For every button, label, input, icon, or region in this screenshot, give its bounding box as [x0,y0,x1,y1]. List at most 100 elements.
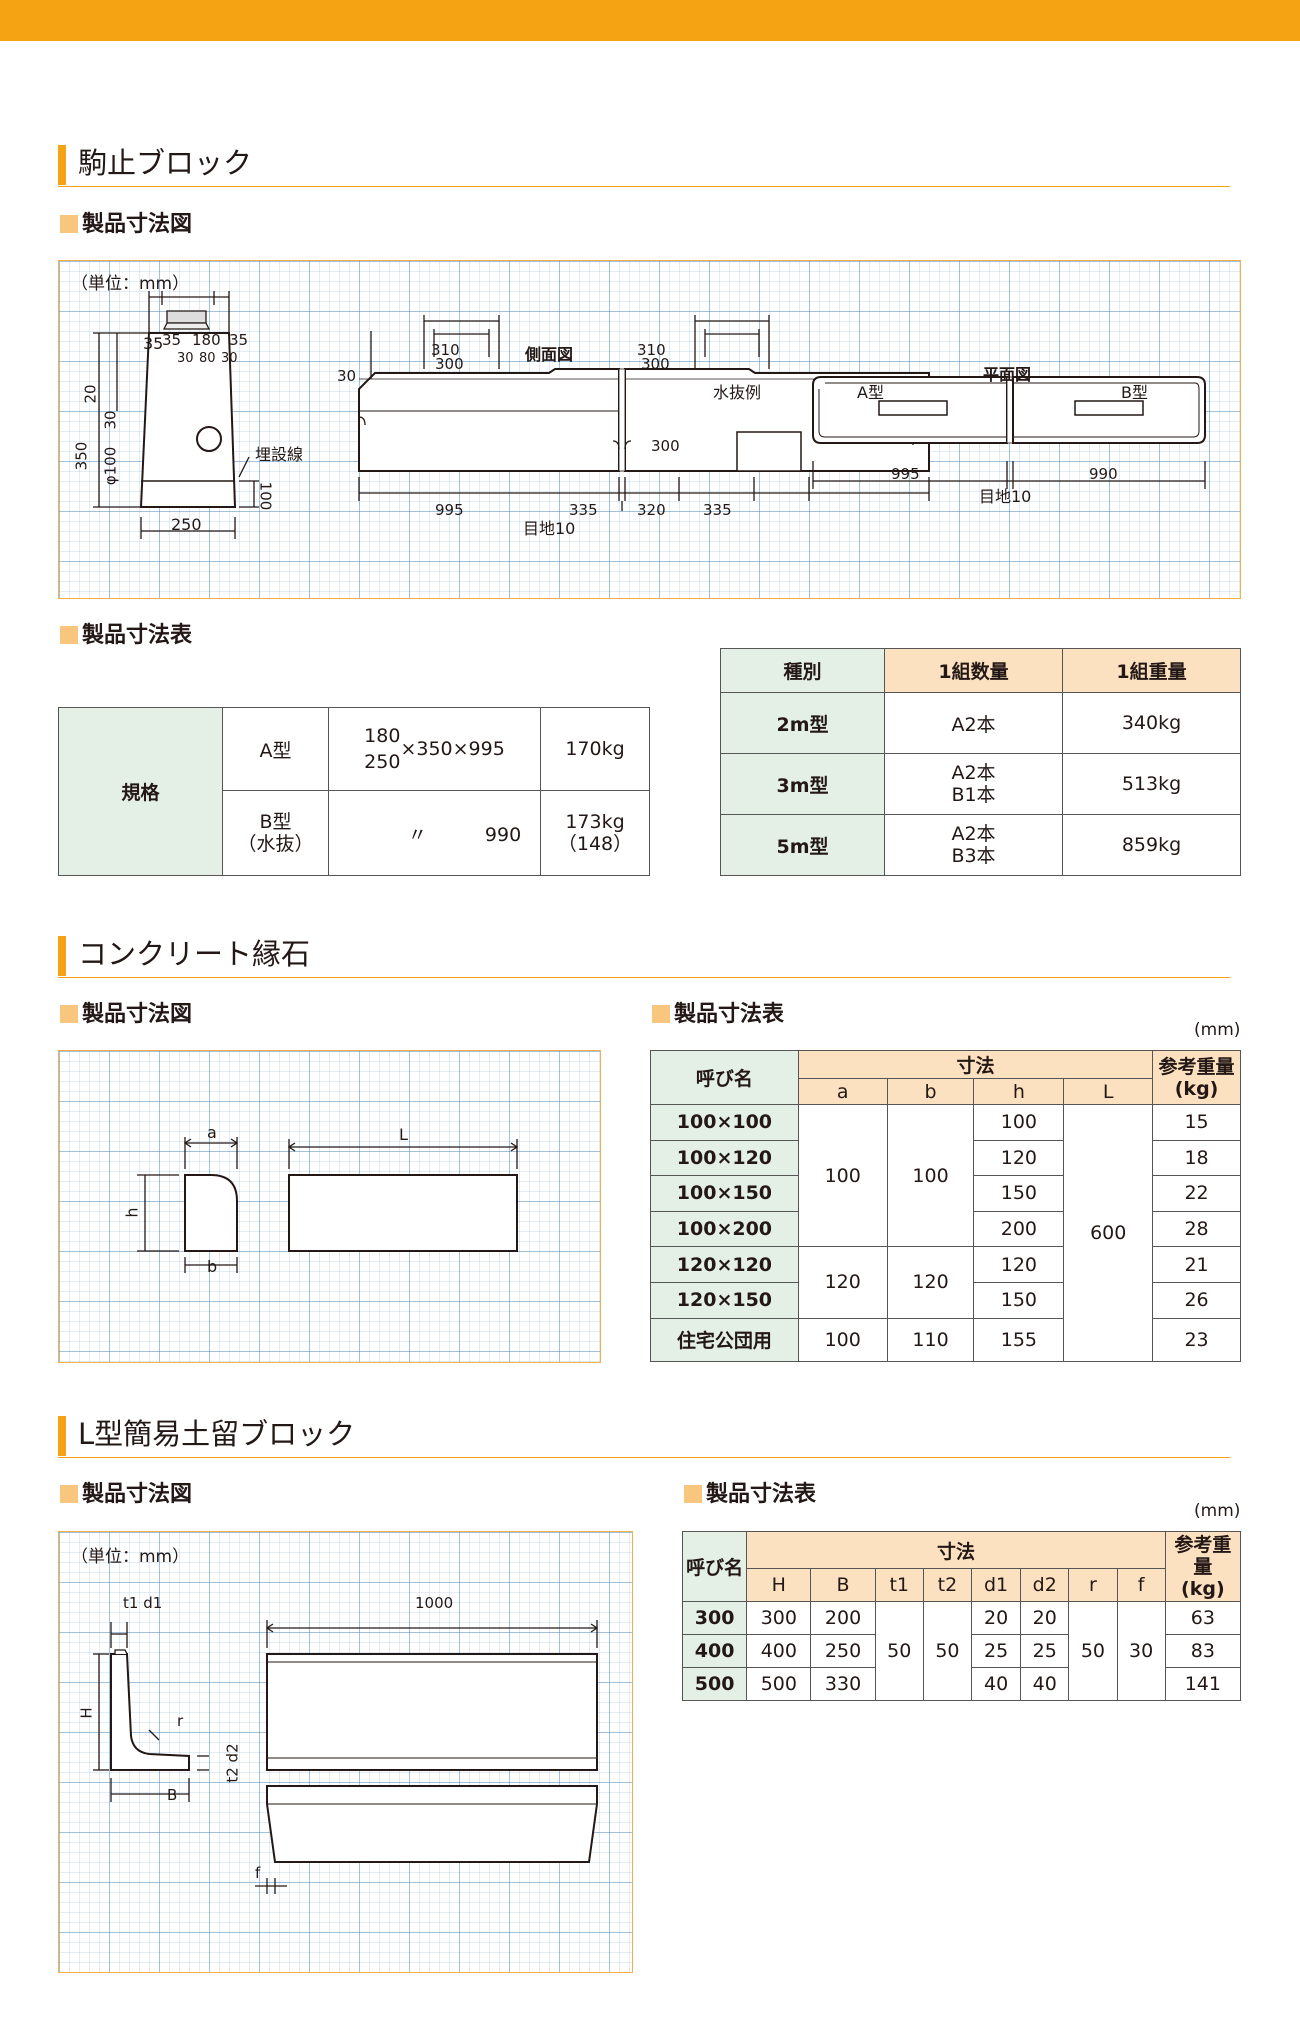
heading-square-icon [60,626,78,644]
section-title-lblock: L型簡易土留ブロック [58,1414,1230,1458]
curb-header-name: 呼び名 [650,1050,799,1105]
lblock-header-name: 呼び名 [681,1531,748,1602]
table-heading: 製品寸法表 [60,621,192,651]
curb-col-L: L [1063,1078,1154,1105]
lblock-cell-d1: 40 [970,1667,1022,1701]
lblock-unit: (mm) [1194,1501,1241,1521]
curb-cell-h: 100 [973,1104,1065,1141]
lblock-cell-H: 400 [746,1634,812,1668]
diagram-heading: 製品寸法図 [60,210,192,240]
top-accent-bar [0,0,1300,41]
section-title-text: コンクリート縁石 [78,937,311,971]
lblock-cell-B: 200 [810,1601,876,1635]
curb-unit: (mm) [1194,1020,1241,1040]
lblock-dim-r: r [177,1712,184,1730]
spec-dim-a: 180 250 ×350×995 [328,707,541,791]
curb-cell-h: 120 [973,1246,1065,1283]
curb-cell-b: 100 [886,1103,975,1248]
diagram-heading: 製品寸法図 [60,1480,192,1510]
lblock-drawing [93,1620,599,1894]
lblock-cell-weight: 83 [1164,1634,1242,1668]
curb-dim-h: h [122,1207,142,1218]
curb-cell-weight: 28 [1152,1210,1241,1248]
curb-row-name: 住宅公団用 [650,1317,799,1363]
lblock-cell-t1: 50 [874,1601,924,1701]
curb-header-weight: 参考重量 (kg) [1152,1050,1241,1105]
section-title-curb: コンクリート縁石 [58,934,1230,978]
set-weight: 340kg [1062,692,1241,754]
lblock-cell-d2: 20 [1020,1601,1070,1635]
curb-row-name: 100×120 [650,1139,799,1177]
lblock-col-H: H [746,1568,812,1602]
section-marker [58,936,66,976]
table-heading: 製品寸法表 [684,1480,816,1510]
set-kind: 3m型 [720,753,885,815]
heading-square-icon [60,215,78,233]
heading-square-icon [60,1485,78,1503]
lblock-col-f: f [1116,1568,1166,1602]
diagram-heading: 製品寸法図 [60,1000,192,1030]
svg-text:35: 35 [143,334,163,353]
lblock-cell-B: 330 [810,1667,876,1701]
komadome-spec-table: 規格 A型 180 250 ×350×995 170kg B型 （水抜） 〃 9… [58,707,650,876]
curb-cell-weight: 15 [1152,1104,1241,1141]
lblock-col-B: B [810,1568,876,1602]
lblock-cell-r: 50 [1068,1601,1118,1701]
curb-cell-h: 120 [973,1139,1065,1177]
curb-cell-weight: 22 [1152,1175,1241,1212]
curb-cell-b: 120 [886,1246,975,1319]
lblock-table: 呼び名 寸法 参考重量 (kg) H B t1 t2 d1 d2 r f 300… [681,1531,1242,1701]
heading-square-icon [652,1005,670,1023]
set-qty: A2本 B3本 [884,814,1063,876]
curb-cell-a: 100 [797,1317,888,1363]
lblock-cell-d1: 20 [970,1601,1022,1635]
curb-cell-a: 100 [797,1103,888,1248]
lblock-diagram: （単位：mm） [58,1531,633,1973]
curb-cell-b: 110 [886,1317,975,1363]
komadome-set-table: 種別 1組数量 1組重量 2m型 A2本 340kg 3m型 A2本 B1本 5… [720,648,1241,876]
lblock-col-d2: d2 [1020,1568,1070,1602]
curb-cell-h: 150 [973,1281,1065,1319]
spec-weight-a: 170kg [540,707,650,791]
section-title-komadome: 駒止ブロック [58,143,1230,187]
lblock-cell-f: 30 [1116,1601,1166,1701]
table-heading: 製品寸法表 [652,1000,784,1030]
set-qty: A2本 [884,692,1063,754]
set-qty: A2本 B1本 [884,753,1063,815]
spec-header: 規格 [58,707,223,876]
lblock-dim-length: 1000 [415,1594,454,1612]
section-marker [58,1416,66,1456]
section-marker [58,145,66,185]
curb-row-name: 100×100 [650,1104,799,1141]
lblock-cell-weight: 141 [1164,1667,1242,1701]
spec-dim-b: 〃 990 [328,790,541,876]
curb-diagram: a b h L [58,1050,601,1363]
heading-square-icon [684,1485,702,1503]
komadome-diagram: （単位：mm） [58,260,1241,599]
front-dimensions: 35 [143,334,163,353]
curb-row-name: 120×150 [650,1281,799,1319]
curb-row-name: 100×150 [650,1175,799,1212]
lblock-cell-weight: 63 [1164,1601,1242,1635]
curb-header-dim: 寸法 [797,1050,1154,1079]
section-title-text: L型簡易土留ブロック [78,1417,356,1451]
curb-drawing [137,1137,519,1273]
lblock-col-d1: d1 [970,1568,1022,1602]
curb-cell-weight: 18 [1152,1139,1241,1177]
spec-weight-b: 173kg （148） [540,790,650,876]
lblock-cell-d1: 25 [970,1634,1022,1668]
curb-col-b: b [886,1078,975,1105]
curb-dim-a: a [207,1123,217,1142]
lblock-row-name: 500 [681,1667,748,1701]
unit-label: （単位：mm） [71,274,190,294]
komadome-drawing: 35 [93,291,1206,539]
lblock-header-dim: 寸法 [746,1531,1166,1569]
curb-col-h: h [973,1078,1065,1105]
heading-square-icon [60,1005,78,1023]
lblock-cell-d2: 40 [1020,1667,1070,1701]
lblock-cell-t2: 50 [922,1601,973,1701]
set-kind: 5m型 [720,814,885,876]
lblock-dim-H: H [77,1707,96,1719]
curb-cell-h: 155 [973,1317,1065,1363]
lblock-dim-f: f [255,1864,261,1882]
